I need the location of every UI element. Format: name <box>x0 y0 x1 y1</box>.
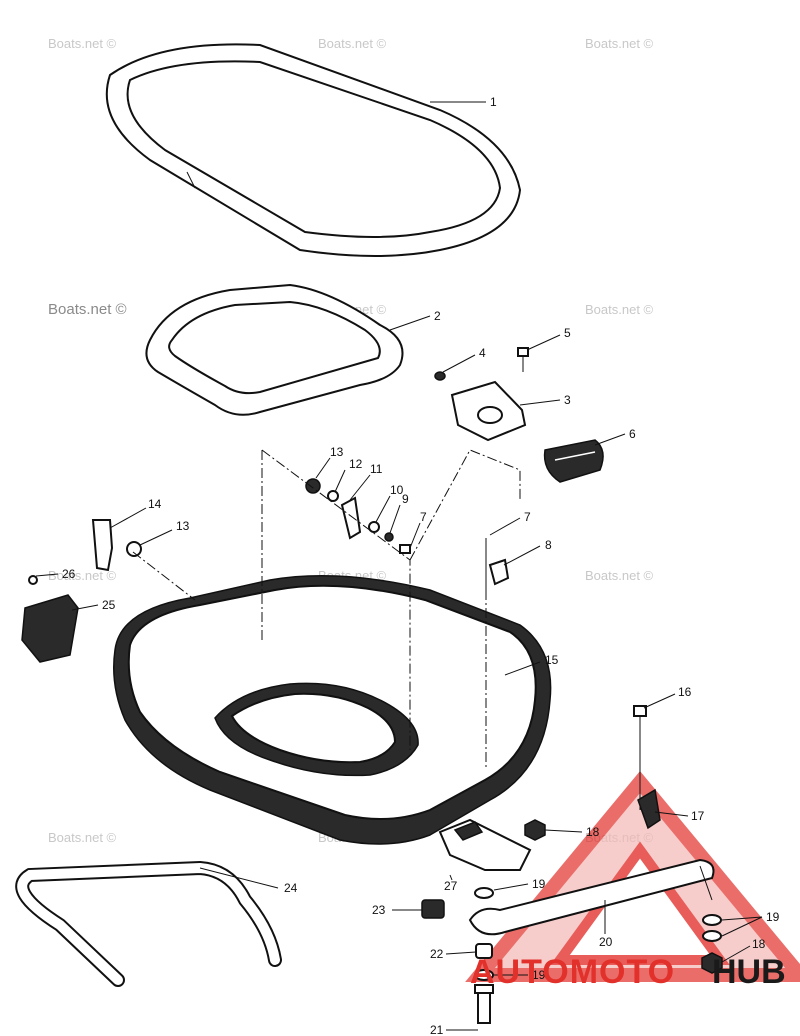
watermark-text: Boats.net © <box>585 568 654 583</box>
callout-13: 13 <box>330 445 344 459</box>
callout-13b: 13 <box>176 519 190 533</box>
callout-19c: 19 <box>532 968 546 982</box>
watermark-text: Boats.net © <box>48 36 117 51</box>
watermark-text: Boats.net © <box>318 36 387 51</box>
callout-4: 4 <box>479 346 486 360</box>
part-18-nut <box>524 819 723 974</box>
callouts: 1 2 3 4 5 6 7 8 9 10 11 12 13 13 14 15 1… <box>62 95 780 1036</box>
part-4-screw <box>434 371 446 381</box>
small-hardware <box>91 478 411 572</box>
callout-6: 6 <box>629 427 636 441</box>
callout-26: 26 <box>62 567 76 581</box>
part-3-bracket <box>450 380 527 442</box>
part-21-bolt <box>474 984 494 1024</box>
callout-23: 23 <box>372 903 386 917</box>
part-15-bottom-cowl <box>113 575 552 845</box>
callout-1: 1 <box>490 95 497 109</box>
callout-8: 8 <box>545 538 552 552</box>
watermark-text: Boats.net © <box>48 568 117 583</box>
callout-18: 18 <box>586 825 600 839</box>
part-24-hose <box>15 860 282 987</box>
callout-10: 10 <box>390 483 404 497</box>
callout-27: 27 <box>444 879 458 893</box>
part-5-bolt <box>517 347 529 372</box>
part-16-17-lever <box>633 705 661 830</box>
callout-20: 20 <box>599 935 613 949</box>
callout-19: 19 <box>532 877 546 891</box>
assembly-lines <box>132 449 521 770</box>
part-6-mount <box>543 439 604 483</box>
leader-lines <box>35 101 763 1031</box>
callout-5: 5 <box>564 326 571 340</box>
callout-25: 25 <box>102 598 116 612</box>
part-1-top-seal <box>105 43 522 257</box>
callout-15: 15 <box>545 653 559 667</box>
callout-19b: 19 <box>766 910 780 924</box>
part-25-cover <box>21 575 79 663</box>
watermark-text: Boats.net © <box>48 301 127 318</box>
watermark-text: Boats.net © <box>585 302 654 317</box>
part-22-spacer <box>475 943 493 959</box>
callout-24: 24 <box>284 881 298 895</box>
watermark-text: Boats.net © <box>48 830 117 845</box>
part-23-grommet <box>421 899 445 919</box>
callout-17: 17 <box>691 809 705 823</box>
part-27-bracket <box>438 818 532 871</box>
callout-12: 12 <box>349 457 363 471</box>
automotohub-logo: AUTOMOTO HUB <box>470 953 786 991</box>
callout-7: 7 <box>420 510 427 524</box>
callout-14: 14 <box>148 497 162 511</box>
part-8-clip <box>485 538 510 590</box>
callout-7b: 7 <box>524 510 531 524</box>
callout-16: 16 <box>678 685 692 699</box>
logo-text-hub: HUB <box>712 953 786 991</box>
callout-21: 21 <box>430 1023 444 1036</box>
callout-22: 22 <box>430 947 444 961</box>
logo-text-auto: AUTOMOTO <box>470 953 675 991</box>
callout-9: 9 <box>402 492 409 506</box>
callout-3: 3 <box>564 393 571 407</box>
part-19-washer <box>474 887 722 981</box>
callout-2: 2 <box>434 309 441 323</box>
part-2-seal <box>145 283 404 416</box>
part-20-link <box>468 858 715 936</box>
callout-11: 11 <box>370 462 383 476</box>
callout-18b: 18 <box>752 937 766 951</box>
watermark-text: Boats.net © <box>585 36 654 51</box>
